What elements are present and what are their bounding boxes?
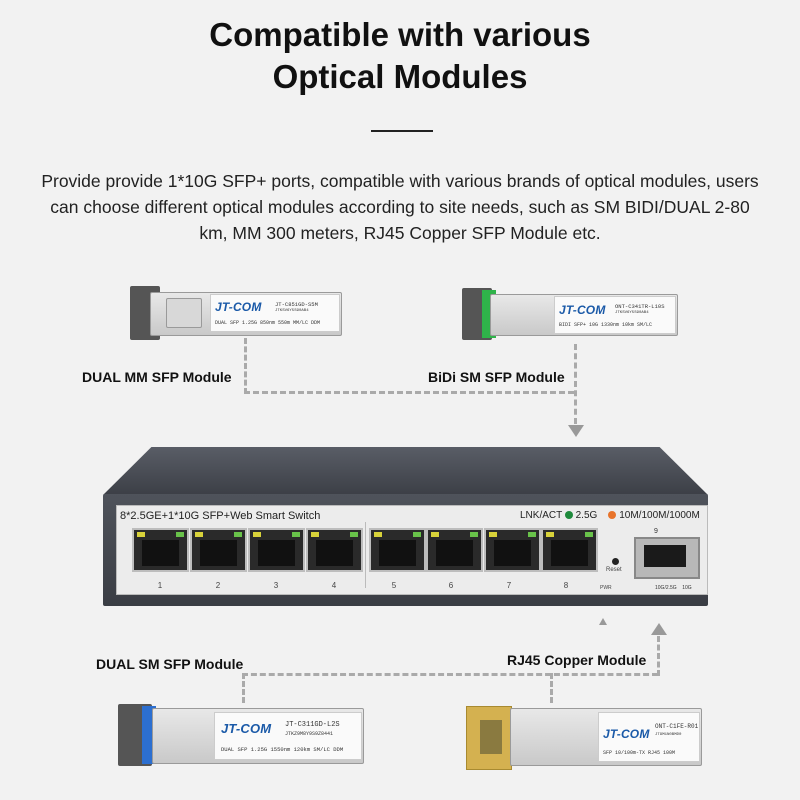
module-label: JT-COM JT-C311GD-L2S JTKZ9M8Y9S9Z8441 DU… [214,712,362,760]
connector-line [244,391,574,394]
connector-line [550,673,553,703]
module-spec: DUAL SFP 1.25G 1550nm 120km SM/LC DDM [221,746,344,753]
title-line-1: Compatible with various [209,16,591,53]
arrow-up-icon [651,623,667,635]
switch-top [103,447,708,495]
arrow-down-icon [568,425,584,437]
orange-led-icon [608,511,617,520]
rj45-port[interactable] [190,528,247,572]
brand-logo: JT-COM [559,303,606,317]
rj45-port[interactable] [369,528,426,572]
sfp-port-number: 9 [654,528,658,535]
led-25g-label: 2.5G [575,510,598,521]
module-lc-connector [166,298,202,328]
module-label: JT-COM ONT-C341TR-L10S JTKSV6Y5S90AB4 BI… [554,296,676,334]
port-separator [365,522,366,588]
module-spec: SFP 10/100m-TX RJ45 100M [603,750,676,756]
module-spec: BIDI SFP+ 10G 1330nm 10km SM/LC [559,322,653,328]
module-serial: JTKSV6Y5S90AB4 [615,311,649,315]
port-number: 8 [563,581,569,590]
module-model: ONT-C1FE-R01 [655,723,699,730]
port-number: 5 [391,581,397,590]
reset-button[interactable] [612,558,619,565]
rj45-port[interactable] [248,528,305,572]
reset-label: Reset [606,567,622,573]
rj45-port[interactable] [132,528,189,572]
label-dual-mm: DUAL MM SFP Module [82,369,232,385]
sfp-port-opening [644,545,686,567]
led-other-label: 10M/100M/1000M [619,510,700,521]
rj45-port[interactable] [306,528,363,572]
title-divider [371,130,433,132]
module-model: JT-C311GD-L2S [285,721,340,729]
switch-name: 8*2.5GE+1*10G SFP+Web Smart Switch [120,510,321,522]
module-bidi-sm: JT-COM ONT-C341TR-L10S JTKSV6Y5S90AB4 BI… [462,288,678,340]
module-label: JT-COM JT-C851GD-S5M JTKSV6Y5S90AB4 DUAL… [210,294,340,332]
module-dual-mm: JT-COM JT-C851GD-S5M JTKSV6Y5S90AB4 DUAL… [130,286,342,582]
label-bidi-sm: BiDi SM SFP Module [428,369,565,385]
port-number: 6 [448,581,454,590]
arrow-up-icon [599,618,607,625]
port-number: 4 [331,581,337,590]
connector-line [242,673,658,676]
module-spec: DUAL SFP 1.25G 850nm 550m MM/LC DDM [215,320,321,326]
green-led-icon [564,511,573,520]
module-model: ONT-C341TR-L10S [615,303,665,310]
port-number: 7 [506,581,512,590]
port-number: 1 [157,581,163,590]
module-dual-sm: JT-COM JT-C311GD-L2S JTKZ9M8Y9S9Z8441 DU… [118,702,364,768]
pwr-label: PWR [600,585,612,591]
brand-logo: JT-COM [215,300,262,314]
connector-line [244,338,247,394]
module-model: JT-C851GD-S5M [275,301,318,308]
port-number: 2 [215,581,221,590]
rj45-port[interactable] [426,528,483,572]
brand-logo: JT-COM [603,727,650,741]
port-number: 3 [273,581,279,590]
rj45-port[interactable] [484,528,541,572]
sfp-speed-b: 10G [682,585,692,591]
connector-line [657,636,660,676]
description: Provide provide 1*10G SFP+ ports, compat… [41,171,759,243]
module-rj45: JT-COM ONT-C1FE-R01 JT9M1N0BMD0 SFP 10/1… [466,700,702,772]
rj45-port[interactable] [541,528,598,572]
label-dual-sm: DUAL SM SFP Module [96,656,244,672]
sfp-speed-a: 10G/2.5G [655,585,677,591]
rj45-jack-opening [480,720,502,754]
module-serial: JT9M1N0BMD0 [655,733,682,737]
lnk-act-label: LNK/ACT [520,510,563,521]
led-legend: LNK/ACT 2.5G 10M/100M/1000M [520,510,700,521]
sfp-speed-label: 10G/2.5G 10G [655,585,692,591]
title-line-2: Optical Modules [272,58,528,95]
module-serial: JTKZ9M8Y9S9Z8441 [285,731,334,737]
connector-line [574,344,577,424]
module-label: JT-COM ONT-C1FE-R01 JT9M1N0BMD0 SFP 10/1… [598,712,700,762]
module-serial: JTKSV6Y5S90AB4 [275,309,309,313]
label-rj45: RJ45 Copper Module [507,652,647,668]
brand-logo: JT-COM [221,721,272,736]
connector-line [242,673,245,703]
page-title: Compatible with various Optical Modules [0,14,800,98]
